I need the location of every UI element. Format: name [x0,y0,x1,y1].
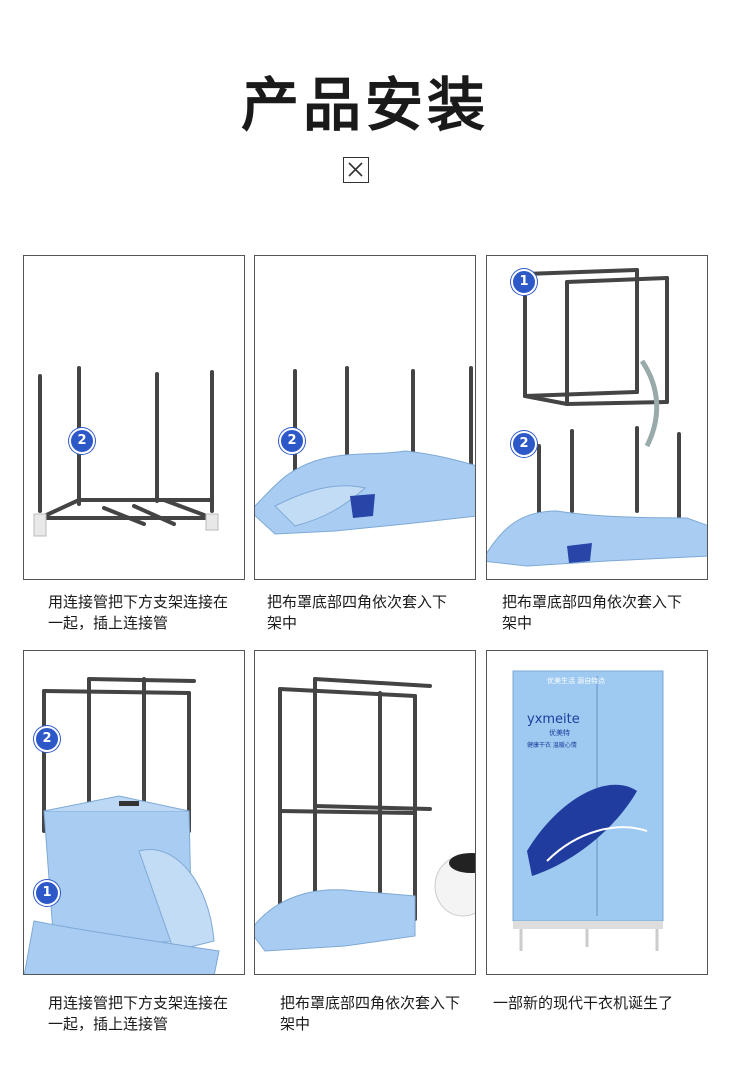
page-title: 产品安装 [240,71,489,139]
step-number-badge: 1 [511,269,537,295]
step-5-image [254,650,476,975]
frame-with-heater-illustration [255,677,475,952]
brand-slogan-mid: 健康干衣 温暖心情 [527,741,577,749]
step-1-image: 2 [23,255,245,580]
brand-logo: yxmeite [527,712,580,727]
step-4-caption: 用连接管把下方支架连接在一起，插上连接管 [48,994,229,1033]
cover-pulled-up-illustration [24,677,220,974]
step-6-image: 优美生活 源自特点 yxmeite 优美特 健康干衣 温暖心情 [486,650,708,975]
frame-with-cover-illustration [255,366,475,535]
step-number-badge: 2 [69,428,95,454]
brand-name-cn: 优美特 [549,728,570,737]
brand-slogan-top: 优美生活 源自特点 [547,676,605,685]
step-2-image: 2 [254,255,476,580]
assembled-dryer-illustration: 优美生活 源自特点 yxmeite 优美特 健康干衣 温暖心情 [512,670,664,951]
step-1-caption: 用连接管把下方支架连接在一起，插上连接管 [48,593,229,632]
step-3-image: 1 2 [486,255,708,580]
step-5-caption: 把布罩底部四角依次套入下架中 [280,994,461,1033]
upper-frame-and-cover-illustration [487,268,707,567]
step-6-caption: 一部新的现代干衣机诞生了 [493,994,674,1012]
step-number-badge: 2 [511,431,537,457]
step-2-caption: 把布罩底部四角依次套入下架中 [267,593,448,632]
step-4-image: 2 1 [23,650,245,975]
frame-illustration [33,366,219,537]
step-number-badge: 2 [279,428,305,454]
close-icon [343,157,369,183]
step-number-badge: 1 [34,880,60,906]
step-3-caption: 把布罩底部四角依次套入下架中 [502,593,683,632]
step-number-badge: 2 [34,726,60,752]
